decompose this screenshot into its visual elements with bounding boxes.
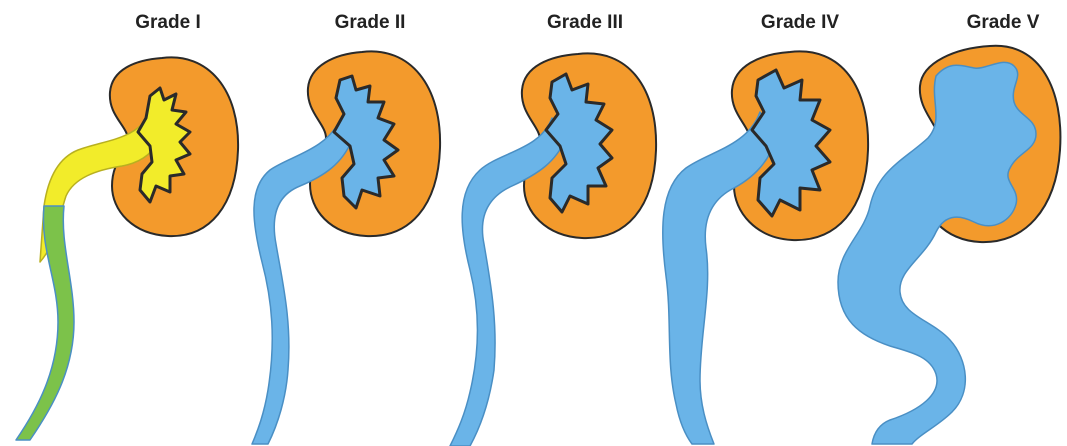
grade-5-illustration: [838, 46, 1060, 444]
grade-1-illustration: [16, 57, 238, 440]
grade-1-ureter-lower: [16, 206, 74, 440]
grade-3-label: Grade III: [547, 12, 623, 33]
grade-5-dilated-ureter: [838, 62, 1036, 444]
grade-4-illustration: [663, 51, 868, 444]
grade-2-illustration: [252, 51, 440, 444]
grade-5-label: Grade V: [967, 12, 1040, 33]
grade-1-label: Grade I: [135, 12, 200, 33]
grade-4-label: Grade IV: [761, 12, 839, 33]
grade-3-illustration: [450, 53, 656, 446]
grade-2-label: Grade II: [335, 12, 406, 33]
grade-4-ureter: [663, 112, 776, 444]
